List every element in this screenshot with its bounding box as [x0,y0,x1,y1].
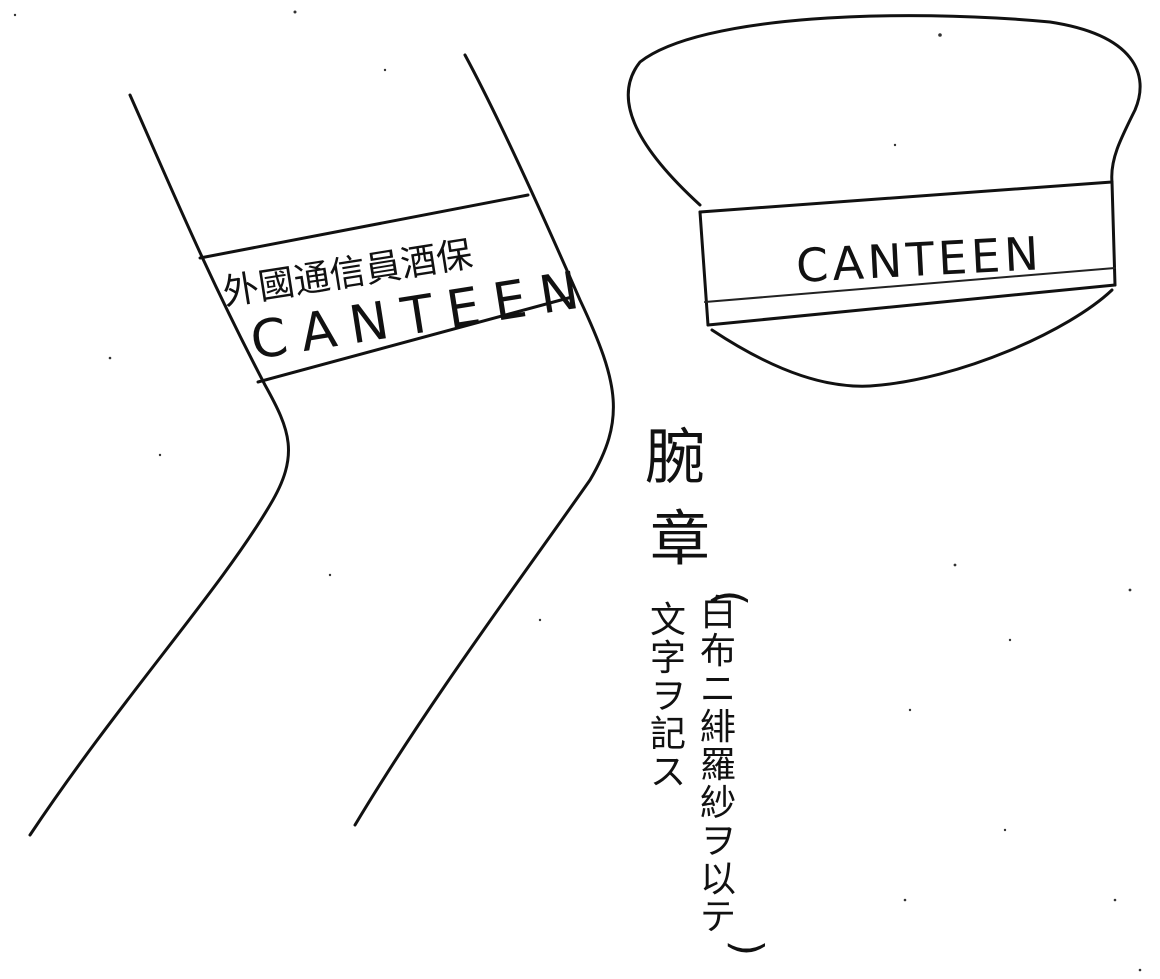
svg-text:文字ヲ記ス: 文字ヲ記ス [650,600,686,793]
paper-specks [13,10,1142,972]
cap-band-bottom-edge [706,283,1117,327]
vertical-caption: 腕 章 ( 白布ニ緋羅紗ヲ以テ 文字ヲ記ス ) [645,423,772,956]
cap-drawing: CANTEEN [626,14,1142,388]
cap-crown-outline [626,14,1142,207]
cap-band-top-edge [698,180,1114,214]
cap-canteen-label: CANTEEN [795,226,1044,293]
caption-title-char-1: 腕 [645,423,705,493]
caption-open-paren: ( [706,590,755,606]
cap-text-group: CANTEEN [795,226,1044,293]
armband-text-group: 外國通信員酒保 CANTEEN [220,234,597,372]
caption-title-char-2: 章 [650,505,710,575]
sleeve-outer-edge [28,93,290,837]
caption-note-line-1: 白布ニ緋羅紗ヲ以テ [700,593,736,938]
cap-band-right-edge [1110,180,1117,287]
cap-brim-outline [710,288,1114,388]
armband-bottom-edge [256,295,574,384]
caption-close-paren: ) [723,940,772,956]
cap-band-left-edge [698,210,710,327]
armband-top-edge [198,193,530,260]
caption-note-line-2: 文字ヲ記ス [650,600,686,793]
arm-sleeve-drawing: 外國通信員酒保 CANTEEN [28,53,615,837]
svg-text:白布ニ緋羅紗ヲ以テ: 白布ニ緋羅紗ヲ以テ [700,593,736,938]
cap-band-lower-line [704,267,1116,303]
sleeve-inner-edge [353,53,615,827]
